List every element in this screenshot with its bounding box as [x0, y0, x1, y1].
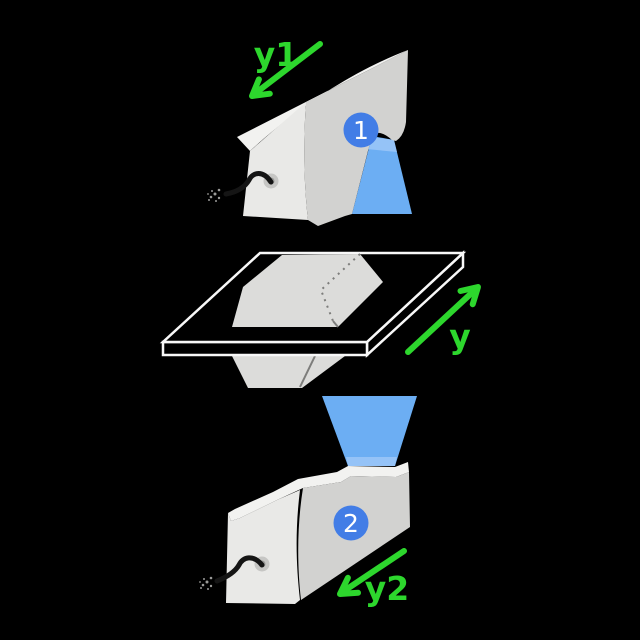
- axis-label-y1: y1: [254, 35, 298, 74]
- sensor-1-badge: [343, 112, 379, 148]
- glass-plate-front-face: [161, 340, 369, 357]
- sensor-2: 2: [199, 396, 417, 604]
- scan-object-upper-facet-edge: [332, 320, 339, 328]
- axis-arrow-y1: y1: [249, 35, 323, 99]
- sensor-1: 1: [207, 50, 412, 226]
- sensor-1-beam: [352, 136, 412, 214]
- arrow-y2-shaft: [338, 548, 407, 596]
- sensor-2-cable: [214, 555, 265, 584]
- arrow-y-shaft: [405, 285, 480, 355]
- sensor-1-top-face: [237, 50, 408, 151]
- sensor-2-top-face: [228, 462, 409, 521]
- scan-stage: [159, 250, 467, 388]
- scan-object-upper-part: [232, 254, 383, 327]
- scan-object-lower-part: [232, 356, 345, 388]
- sensor-2-badge: [333, 505, 369, 541]
- arrow-y1-shaft: [250, 41, 323, 98]
- sensor-2-badge-number: 2: [343, 509, 359, 538]
- axis-arrow-y2: y2: [337, 548, 409, 608]
- sensor-2-cable-fray-dots: [199, 576, 213, 590]
- sensor-1-left-face: [243, 102, 308, 220]
- arrow-y1-head: [249, 76, 273, 99]
- sensor-2-left-face: [226, 490, 300, 604]
- arrow-y2-head: [337, 574, 361, 597]
- arrow-y-head: [457, 284, 481, 308]
- sensor-1-cable: [223, 171, 274, 197]
- sensor-2-beam: [322, 396, 417, 466]
- sensor-1-cable-fray-dots: [207, 188, 221, 202]
- scan-object-lower-facet-edge: [299, 355, 316, 388]
- axis-arrow-y: y: [405, 284, 481, 356]
- sensor-1-badge-number: 1: [353, 116, 369, 145]
- axis-label-y: y: [449, 317, 471, 356]
- sensor-2-beam-aperture-glow: [346, 457, 397, 466]
- axis-label-y2: y2: [365, 569, 409, 608]
